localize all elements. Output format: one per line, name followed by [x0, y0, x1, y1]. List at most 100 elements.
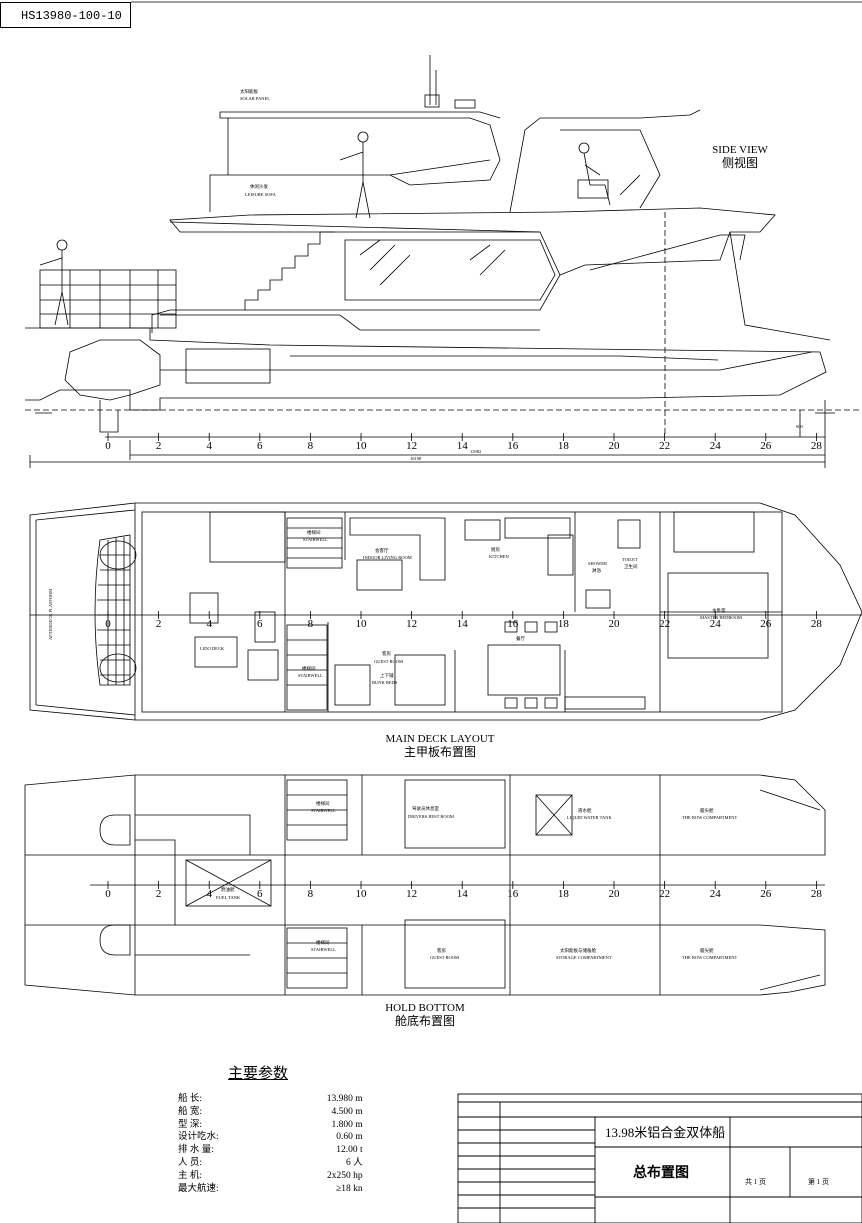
kitchen-label-cn: 厨房: [491, 546, 500, 553]
hold-frame-number: 18: [558, 888, 570, 900]
hold-plan: [24, 774, 826, 996]
main-deck-frame-number: 22: [659, 618, 670, 630]
main-deck-frame-number: 20: [609, 618, 621, 630]
main-deck-frame-number: 12: [406, 618, 417, 630]
side-frame-number: 4: [206, 440, 212, 452]
dining-label-cn: 餐厅: [516, 635, 525, 642]
main-deck-frame-number: 4: [206, 618, 212, 630]
side-frame-number: 6: [257, 440, 263, 452]
master-bedroom-label-en: MASTER BEDROOM: [700, 615, 742, 620]
side-frame-number: 0: [105, 440, 111, 452]
dim-overall: 16108: [410, 456, 422, 461]
indoor-living-label-en: INDOOR LIVING ROOM: [363, 555, 412, 560]
main-deck-frame-number: 16: [507, 618, 519, 630]
hold-frame-number: 14: [457, 888, 469, 900]
hold-guest-label-en: GUEST ROOM: [430, 955, 459, 960]
side-frame-number: 10: [356, 440, 368, 452]
main-deck-frame-number: 8: [308, 618, 314, 630]
param-label: 主 机:: [178, 1170, 203, 1181]
main-deck-frame-number: 14: [457, 618, 469, 630]
param-row: 型 深: 1.800 m: [176, 1119, 365, 1132]
hold-title-cn: 舱底布置图: [394, 1014, 455, 1028]
param-row: 人 员:6 人: [176, 1157, 365, 1170]
hold-stairwell-label-en: STAIRWELL: [311, 808, 336, 813]
kitchen-label-en: KITCHEN: [489, 554, 509, 559]
hold-title: HOLD BOTTOM 舱底布置图: [375, 1002, 475, 1028]
storage-label-cn: 太阳能板与储备舱: [560, 947, 596, 954]
param-value: 4.500 m: [331, 1106, 363, 1117]
stairwell-label-cn: 楼梯间: [307, 529, 321, 536]
main-deck-frame-number: 24: [710, 618, 722, 630]
param-row: 主 机: 2x250 hp: [176, 1170, 365, 1183]
side-frame-number: 28: [811, 440, 823, 452]
hold-frame-number: 4: [206, 888, 212, 900]
side-view-title-en: SIDE VIEW: [712, 144, 768, 156]
hold-frame-number: 16: [507, 888, 519, 900]
param-label: 型 深:: [178, 1119, 203, 1130]
hold-stairwell2-label-en: STAIRWELL: [311, 947, 336, 952]
side-frame-number: 8: [308, 440, 314, 452]
side-frame-number: 14: [457, 440, 469, 452]
param-label: 人 员:: [178, 1157, 203, 1168]
hold-stairwell-label-cn: 楼梯间: [316, 800, 330, 807]
side-frame-number: 24: [710, 440, 722, 452]
hold-frame-number: 28: [811, 888, 823, 900]
main-params-title: 主要参数: [228, 1065, 289, 1082]
main-deck-title-cn: 主甲板布置图: [403, 745, 476, 759]
param-label: 船 宽:: [178, 1106, 203, 1117]
hold-frame-number: 10: [356, 888, 368, 900]
param-value: 2x250 hp: [327, 1170, 363, 1181]
param-value: ≥18 kn: [336, 1183, 363, 1194]
param-value: 12.00 t: [336, 1145, 363, 1156]
main-deck-frame-number: 26: [760, 618, 772, 630]
param-row: 最大航速: ≥18 kn: [176, 1183, 365, 1196]
stairwell2-label-cn: 楼梯间: [302, 665, 316, 672]
param-label: 最大航速:: [178, 1183, 219, 1194]
master-bedroom-label-cn: 主卧室: [712, 607, 726, 614]
shower-label-en: SHOWER: [588, 561, 607, 566]
hold-stairwell2-label-cn: 楼梯间: [316, 939, 330, 946]
main-deck-frame-number: 6: [257, 618, 263, 630]
toilet-label-cn: 卫生间: [624, 563, 638, 570]
side-view: [25, 1, 862, 468]
drawing-number: HS13980-100-10: [0, 2, 131, 28]
stairwell2-label-en: STAIRWELL: [298, 673, 323, 678]
hold-title-en: HOLD BOTTOM: [385, 1002, 465, 1014]
project-name: 13.98米铝合金双体船: [605, 1125, 725, 1140]
param-value: 1.800 m: [331, 1119, 363, 1130]
hold-frame-number: 8: [308, 888, 314, 900]
title-block-frame: [457, 1093, 862, 1223]
hold-guest-label-cn: 客房: [437, 947, 446, 954]
indoor-living-label-cn: 会客厅: [375, 547, 389, 554]
main-deck-frame-number: 0: [105, 618, 111, 630]
bunk-beds-label-en: BUNK BEDS: [372, 680, 398, 685]
fuel-tank-label-en: FUEL TANK: [216, 895, 241, 900]
solar-panel-label-en: SOLAR PANEL: [240, 96, 270, 101]
bow-compartment2-label-cn: 艏尖舱: [700, 947, 714, 954]
fuel-tank-label-cn: 燃油舱: [221, 886, 235, 893]
main-deck-title-en: MAIN DECK LAYOUT: [385, 733, 495, 745]
main-deck-plan: [29, 502, 862, 721]
param-label: 设计吃水:: [178, 1132, 219, 1143]
hold-frame-number: 22: [659, 888, 670, 900]
bow-compartment-label-en: THE BOW COMPARTMENT: [682, 815, 737, 820]
param-row: 船 宽: 4.500 m: [176, 1106, 365, 1119]
sheet-total: 共 1 页: [745, 1177, 766, 1186]
main-deck-title: MAIN DECK LAYOUT 主甲板布置图: [370, 733, 510, 759]
bow-compartment2-label-en: THE BOW COMPARTMENT: [682, 955, 737, 960]
guest-room-label-en: GUEST ROOM: [374, 659, 403, 664]
hold-frame-number: 12: [406, 888, 417, 900]
param-row: 船 长:13.980 m: [176, 1093, 365, 1106]
leisure-sofa-label-en: LEISURE SOFA: [245, 192, 277, 197]
lido-deck-label: LIDO DECK: [200, 646, 225, 651]
aftdeck-platform-label: AFTERDECK PLATFORM: [48, 589, 53, 640]
main-deck-frame-number: 2: [156, 618, 162, 630]
leisure-sofa-label-cn: 休闲沙发: [250, 183, 268, 190]
hold-frame-number: 24: [710, 888, 722, 900]
liquid-water-label-cn: 液水舱: [578, 807, 592, 814]
hold-frame-number: 2: [156, 888, 162, 900]
drivers-rest-label-cn: 驾驶员休息室: [412, 805, 439, 812]
